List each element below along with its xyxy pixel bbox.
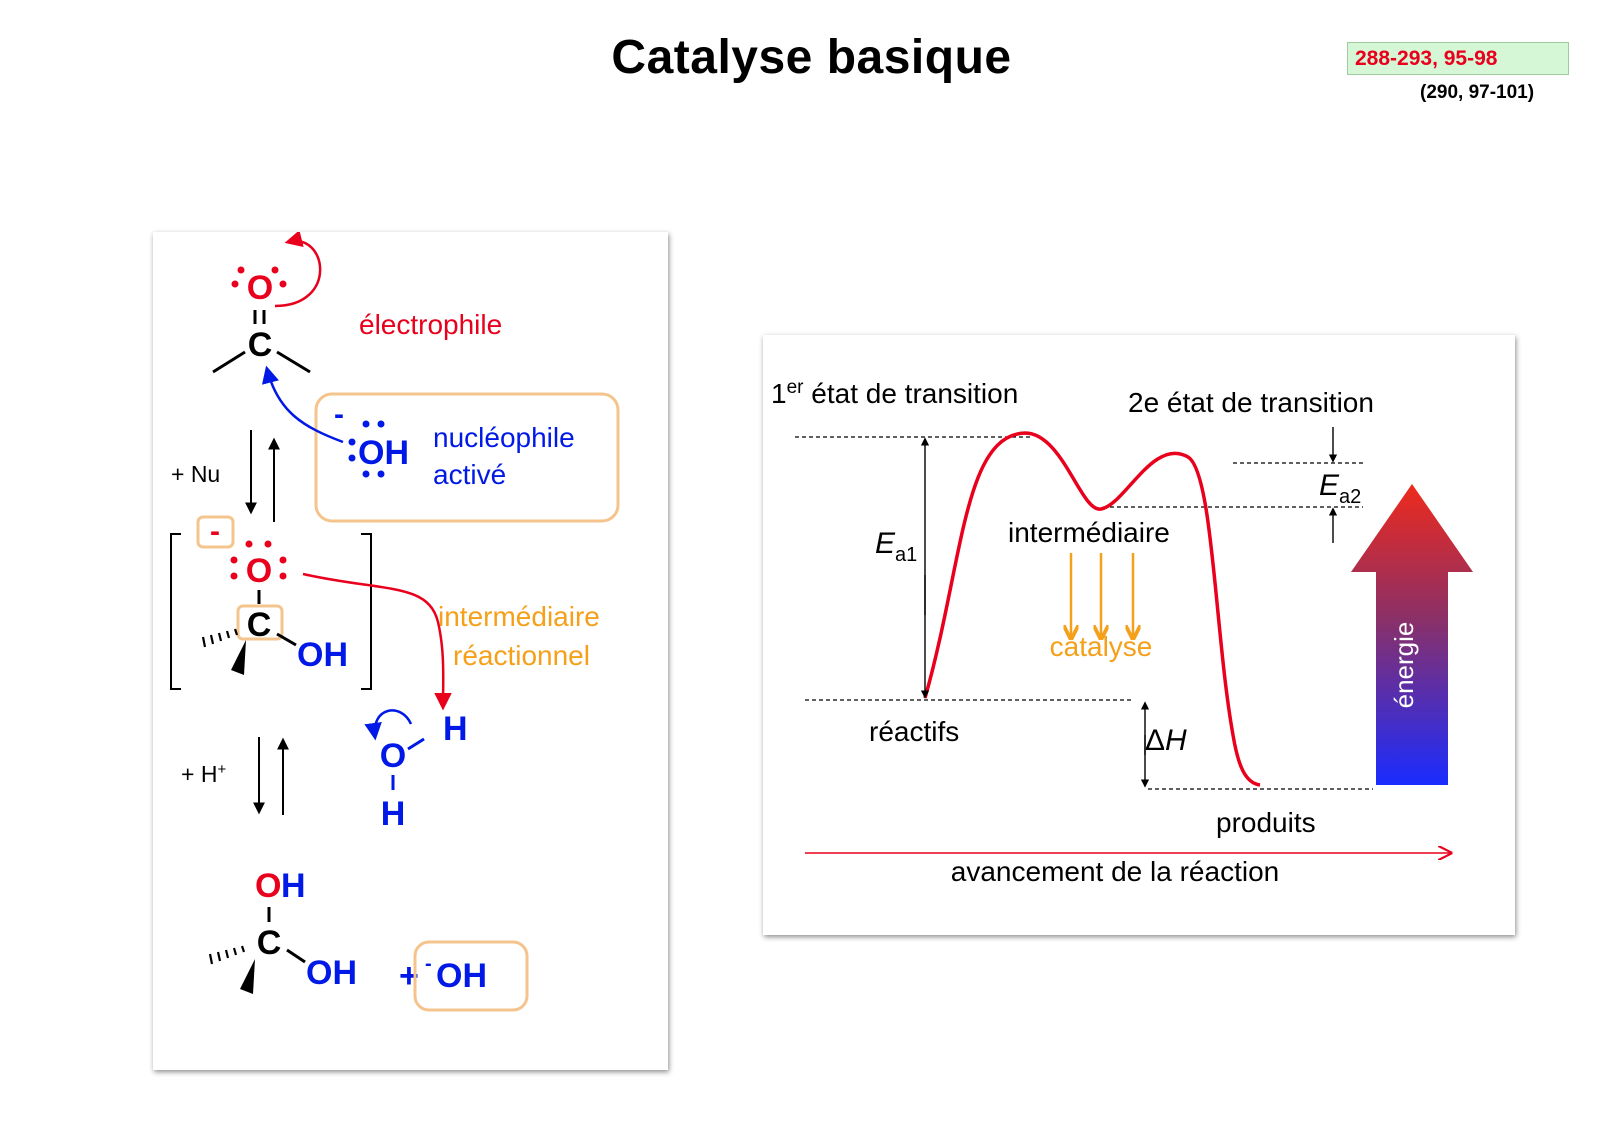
intermediate-label-line1: intermédiaire	[438, 601, 600, 632]
proton-transfer-arrow	[302, 572, 452, 711]
bracket-left	[170, 533, 181, 690]
nucleophile-highlight-box	[314, 392, 620, 523]
water-molecule: H O H	[364, 709, 468, 833]
regenerated-hydroxide: OH	[436, 957, 487, 995]
product-hydrogen: H	[281, 867, 306, 905]
hydrate-product: O H C OH	[208, 867, 357, 994]
water-hydrogen-1: H	[443, 710, 468, 748]
carbonyl-oxygen: O	[247, 269, 273, 307]
products-label: produits	[1216, 807, 1316, 838]
intermediate-label: intermédiaire	[1008, 517, 1170, 548]
nucleophile-label-line1: nucléophile	[433, 422, 575, 453]
bracket-right	[361, 533, 372, 690]
energy-diagram: Ea1 Ea2 ΔH 1er état de transition 2e éta…	[771, 377, 1473, 887]
product-oxygen: O	[255, 867, 281, 905]
bond-cleavage-arrow	[364, 709, 413, 741]
ea1-label: Ea1	[875, 527, 917, 566]
nucleophile-label-line2: activé	[433, 459, 506, 490]
energy-axis-label: énergie	[1389, 622, 1419, 709]
intermediate-charge: -	[210, 515, 220, 548]
product-hydroxyl: OH	[306, 954, 357, 992]
electron-shift-arrow	[274, 232, 322, 308]
page-reference-badge: 288-293, 95-98	[1347, 42, 1569, 75]
page-reference-secondary: (290, 97-101)	[1420, 82, 1535, 103]
carbonyl-carbon: C	[248, 326, 273, 364]
ts1-label: 1er état de transition	[771, 377, 1018, 409]
delta-h-label: ΔH	[1145, 724, 1187, 757]
electrophile-label: électrophile	[359, 309, 502, 340]
intermediate-hydroxyl: OH	[297, 636, 348, 674]
mechanism-drawing: O C électrophile - OH nucléophile activé	[170, 232, 620, 1012]
alkoxide-oxygen: O	[246, 552, 272, 590]
page-title: Catalyse basique	[611, 31, 1012, 84]
carbon-highlight-box	[236, 604, 284, 641]
water-hydrogen-2: H	[381, 795, 406, 833]
ea2-label: Ea2	[1319, 469, 1361, 508]
intermediate-label-line2: réactionnel	[453, 640, 590, 671]
water-oxygen: O	[380, 737, 406, 775]
energy-diagram-panel: Ea1 Ea2 ΔH 1er état de transition 2e éta…	[763, 335, 1515, 935]
reactants-label: réactifs	[869, 716, 959, 747]
intermediate-carbon: C	[247, 606, 272, 644]
charge-highlight-box	[196, 515, 235, 549]
alkoxide-intermediate: O C OH	[201, 540, 348, 675]
product-carbon: C	[257, 924, 282, 962]
ts2-label: 2e état de transition	[1128, 387, 1374, 418]
nucleophilic-attack-arrow	[261, 365, 344, 444]
catalysis-arrows	[1071, 553, 1133, 637]
catalysis-label: catalyse	[1050, 631, 1153, 662]
energy-level-lines	[795, 436, 1373, 790]
regenerated-catalyst-box	[413, 940, 529, 1012]
reaction-progress-label: avancement de la réaction	[951, 856, 1279, 887]
step2-reagent: + H+	[181, 761, 226, 787]
mechanism-panel: O C électrophile - OH nucléophile activé	[153, 232, 668, 1070]
carbonyl-group: O C	[212, 232, 322, 374]
hydroxide-formula: OH	[358, 434, 409, 472]
hydroxide-charge: -	[334, 398, 344, 431]
step1-reagent: + Nu	[171, 461, 220, 487]
energy-axis-arrow	[1351, 484, 1473, 785]
energy-profile-curve	[923, 431, 1261, 787]
hydroxide-nucleophile: - OH	[334, 398, 409, 478]
regenerated-hydroxide-charge: -	[425, 953, 432, 975]
